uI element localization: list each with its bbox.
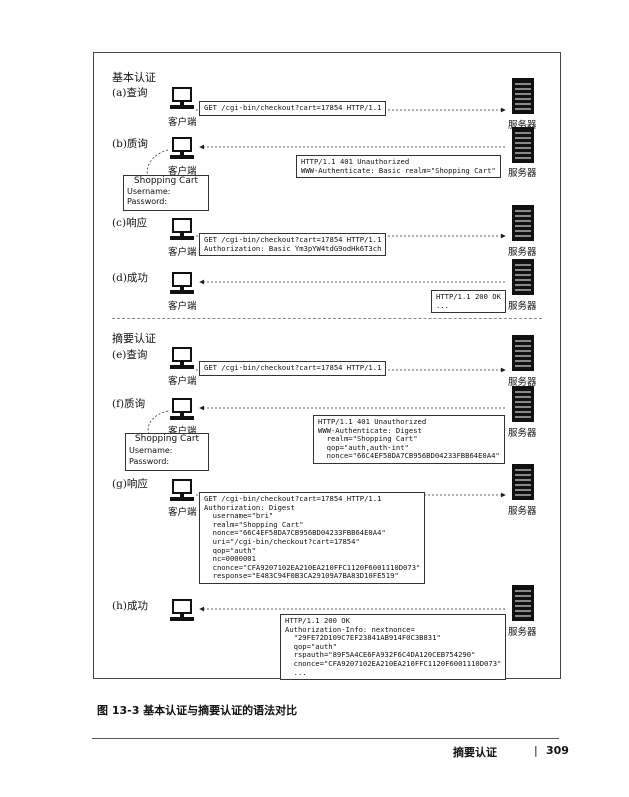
server-icon — [512, 585, 534, 621]
step-a-label: (a)查询 — [112, 87, 148, 99]
message-h: HTTP/1.1 200 OK Authorization-Info: next… — [280, 614, 507, 681]
popup-curve-b — [146, 149, 169, 179]
client-label: 客户端 — [168, 301, 197, 312]
server-label: 服务器 — [508, 428, 537, 439]
password-field[interactable]: Password: — [129, 457, 170, 466]
step-c-label: (c)响应 — [112, 217, 148, 229]
client-label: 客户端 — [168, 507, 197, 518]
message-e: GET /cgi-bin/checkout?cart=17854 HTTP/1.… — [199, 361, 387, 376]
client-label: 客户端 — [168, 376, 197, 387]
server-label: 服务器 — [508, 120, 537, 131]
server-icon — [512, 335, 534, 371]
step-g-label: (g)响应 — [112, 478, 148, 490]
server-icon — [512, 78, 534, 114]
step-f-label: (f)质询 — [112, 398, 146, 410]
client-computer-icon — [170, 398, 194, 420]
message-a: GET /cgi-bin/checkout?cart=17854 HTTP/1.… — [199, 101, 387, 116]
step-e-label: (e)查询 — [112, 349, 148, 361]
basic-auth-title: 基本认证 — [112, 71, 156, 84]
footer-separator: | — [534, 744, 538, 757]
client-computer-icon — [170, 599, 194, 621]
username-field[interactable]: Username: — [129, 446, 173, 455]
message-b: HTTP/1.1 401 Unauthorized WWW-Authentica… — [296, 155, 501, 179]
digest-auth-title: 摘要认证 — [112, 332, 156, 345]
server-icon — [512, 205, 534, 241]
footer-section: 摘要认证 — [453, 746, 497, 759]
client-computer-icon — [170, 87, 194, 109]
client-label: 客户端 — [168, 166, 197, 177]
client-computer-icon — [170, 137, 194, 159]
page-number: 309 — [546, 744, 569, 757]
client-label: 客户端 — [168, 117, 197, 128]
client-computer-icon — [170, 218, 194, 240]
password-field[interactable]: Password: — [127, 197, 168, 206]
server-label: 服务器 — [508, 301, 537, 312]
footer-rule — [92, 738, 559, 739]
server-icon — [512, 386, 534, 422]
client-computer-icon — [170, 479, 194, 501]
client-computer-icon — [170, 347, 194, 369]
message-f: HTTP/1.1 401 Unauthorized WWW-Authentica… — [313, 415, 505, 464]
message-g: GET /cgi-bin/checkout?cart=17854 HTTP/1.… — [199, 492, 426, 584]
server-icon — [512, 127, 534, 163]
client-label: 客户端 — [168, 426, 197, 437]
section-divider — [112, 318, 542, 319]
server-label: 服务器 — [508, 168, 537, 179]
server-label: 服务器 — [508, 506, 537, 517]
login-dialog-digest: Shopping Cart Username: Password: — [125, 433, 209, 471]
message-d: HTTP/1.1 200 OK ... — [431, 290, 506, 314]
server-label: 服务器 — [508, 377, 537, 388]
server-label: 服务器 — [508, 627, 537, 638]
message-c: GET /cgi-bin/checkout?cart=17854 HTTP/1.… — [199, 233, 387, 257]
step-d-label: (d)成功 — [112, 272, 148, 284]
server-label: 服务器 — [508, 247, 537, 258]
server-icon — [512, 259, 534, 295]
login-dialog-basic: Shopping Cart Username: Password: — [123, 175, 209, 211]
server-icon — [512, 464, 534, 500]
step-b-label: (b)质询 — [112, 138, 148, 150]
client-computer-icon — [170, 272, 194, 294]
dialog-title: Shopping Cart — [134, 434, 200, 444]
username-field[interactable]: Username: — [127, 187, 171, 196]
dialog-title: Shopping Cart — [133, 176, 199, 186]
client-label: 客户端 — [168, 247, 197, 258]
step-h-label: (h)成功 — [112, 600, 148, 612]
figure-caption: 图 13-3 基本认证与摘要认证的语法对比 — [97, 704, 298, 717]
